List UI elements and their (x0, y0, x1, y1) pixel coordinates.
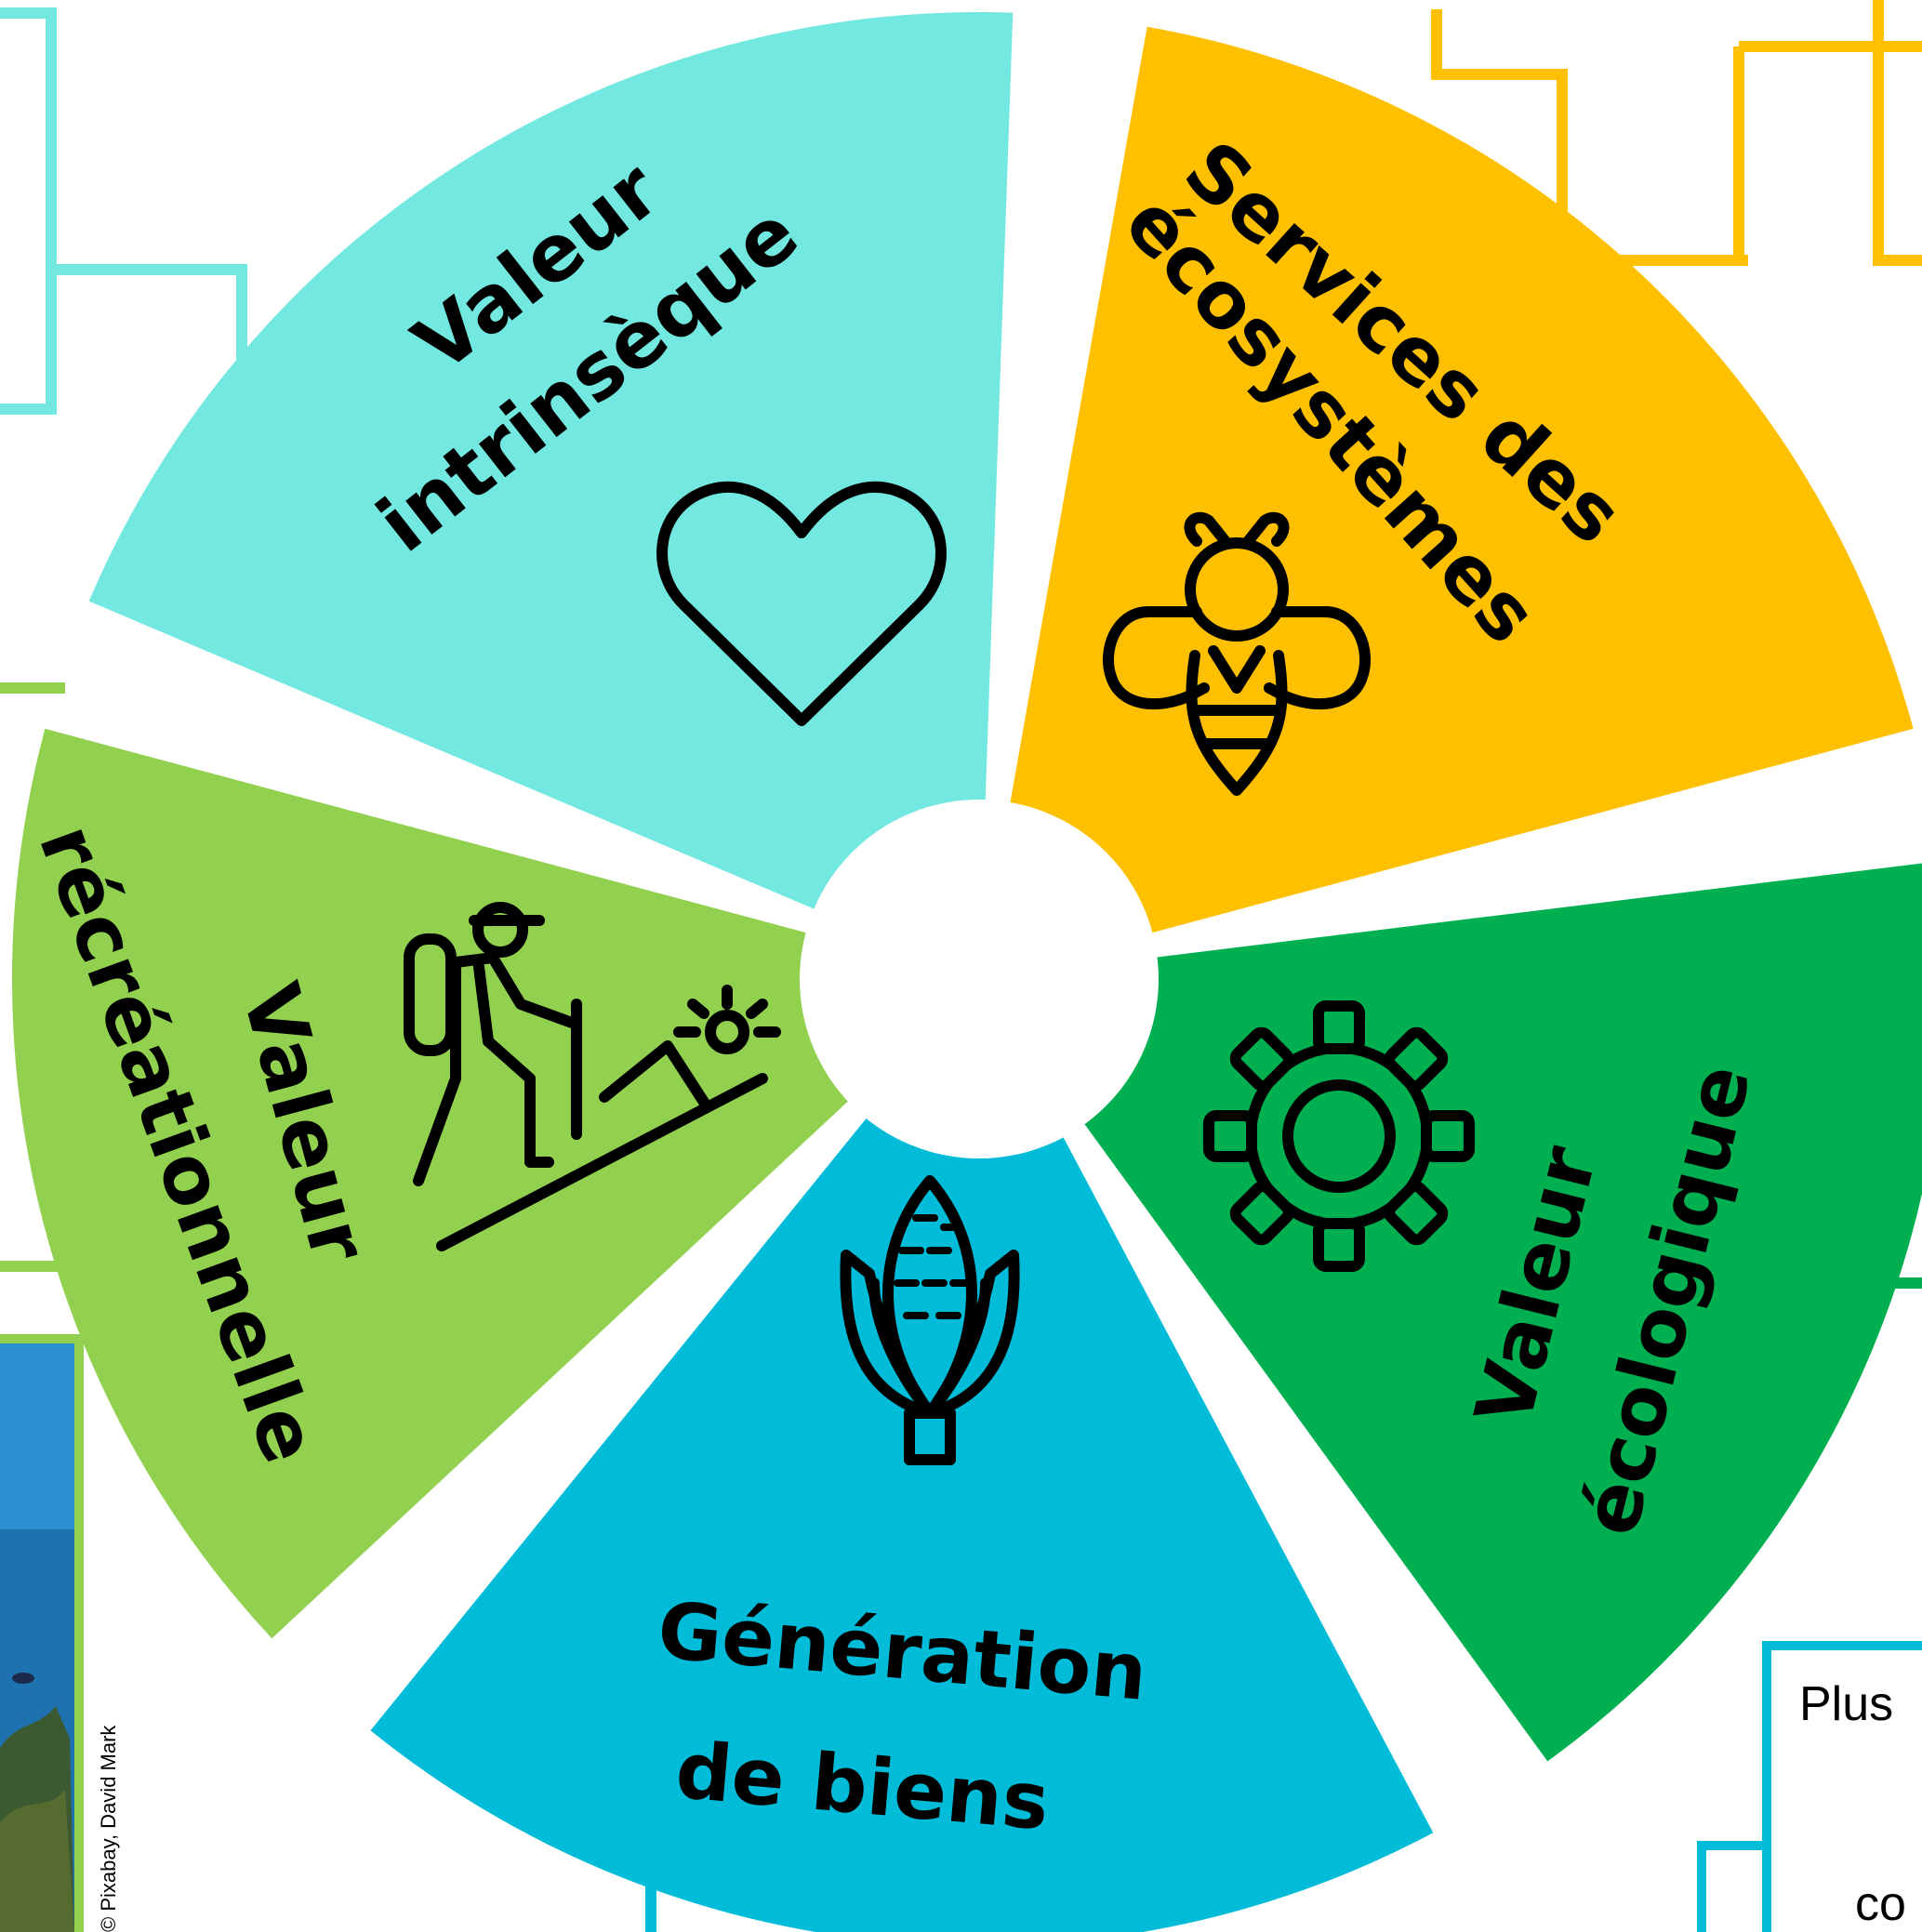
segment-recreational (11, 728, 980, 1639)
side-panel-bottom-text: co (1855, 1877, 1906, 1931)
segment-ecological (979, 863, 1922, 1762)
gear-tooth (1313, 1218, 1365, 1272)
coral-photo: © Pixabay, David Mark (0, 1334, 120, 1932)
gear-tooth (1203, 1110, 1257, 1162)
hiker-icon (404, 902, 781, 1251)
side-panel-top-text: Plus (1799, 1677, 1893, 1731)
gear-icon (1203, 1000, 1475, 1272)
gear-tooth (1421, 1110, 1475, 1162)
gear-tooth (1384, 1026, 1449, 1092)
heart-icon (656, 481, 947, 726)
gear-tooth (1313, 1000, 1365, 1054)
corn-icon (840, 1175, 1020, 1465)
segment-intrinsic (88, 11, 1014, 979)
bee-icon (1102, 511, 1372, 796)
photo-credit: © Pixabay, David Mark (97, 1725, 120, 1932)
gear-tooth (1229, 1026, 1294, 1092)
side-panel: Plus co (1697, 1641, 1922, 1932)
wheel-hub (800, 800, 1159, 1158)
segment-goods (370, 979, 1434, 1932)
gear-tooth (1229, 1181, 1294, 1246)
gear-tooth (1384, 1181, 1449, 1246)
